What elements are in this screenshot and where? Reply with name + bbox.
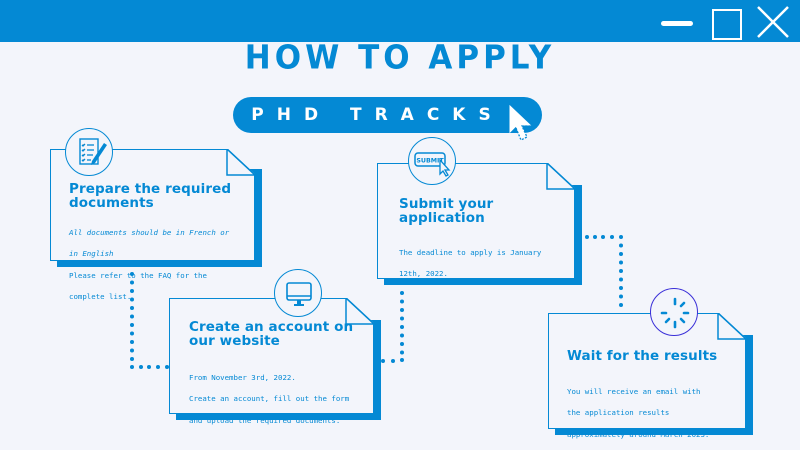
close-button[interactable]	[755, 6, 791, 38]
step-text-line: Please refer to the FAQ for the	[69, 270, 207, 280]
step-title-line: Prepare the required	[69, 181, 232, 197]
step-text-line: You will receive an email with	[567, 386, 701, 396]
step-title-line: Submit your	[399, 196, 494, 212]
step4-icon-circle	[650, 288, 698, 336]
card-body	[169, 298, 374, 414]
step-card-create-account: Create an account on our website From No…	[169, 298, 381, 425]
connector-step2-step3	[381, 291, 404, 363]
page-fold	[345, 298, 376, 325]
step-title-line: Create an account on	[189, 319, 354, 335]
page-fold	[717, 313, 748, 340]
connector-step1-step2	[130, 272, 169, 369]
step-title: Prepare the required documents	[69, 182, 254, 210]
step3-icon-circle: SUBMIT	[408, 137, 456, 185]
step-card-submit-application: Submit your application The deadline to …	[377, 163, 582, 285]
step1-icon-circle	[65, 128, 113, 176]
step-text-line: and upload the required documents.	[189, 415, 341, 425]
step-text-line: complete list.	[69, 291, 132, 301]
card-body	[548, 313, 746, 429]
step-text-line: The deadline to apply is January	[399, 247, 542, 257]
svg-text:SUBMIT: SUBMIT	[416, 158, 444, 165]
submit-button-icon: SUBMIT	[414, 152, 451, 177]
card-body	[377, 163, 575, 279]
step-text-line: Create an account, fill out the form	[189, 394, 350, 404]
window-titlebar	[0, 0, 800, 42]
step-note: in English	[69, 249, 114, 259]
step-note: All documents should be in French or	[69, 227, 230, 237]
page-fold	[546, 163, 577, 190]
step-title-line: documents	[69, 195, 154, 211]
computer-monitor-icon	[286, 282, 312, 306]
step-description: From November 3rd, 2022. Create an accou…	[189, 362, 374, 437]
step-description: All documents should be in French or in …	[69, 217, 254, 313]
step-text-line: 12th, 2022.	[399, 269, 448, 279]
mouse-pointer-icon	[509, 104, 532, 141]
step-title-line: application	[399, 210, 485, 226]
step-title: Create an account on our website	[189, 320, 379, 348]
step2-icon-circle	[274, 269, 322, 317]
minimize-button[interactable]	[661, 6, 693, 36]
step-text-line: approximately around March 2023.	[567, 429, 710, 439]
step-text-line: the application results	[567, 408, 670, 418]
page-title: HOW TO APPLY	[244, 39, 556, 77]
phd-tracks-label: PHD TRACKS	[251, 105, 504, 125]
step-title-line: our website	[189, 333, 280, 349]
step-description: The deadline to apply is January 12th, 2…	[399, 237, 569, 291]
step-title: Submit your application	[399, 197, 569, 225]
step-description: You will receive an email with the appli…	[567, 376, 747, 450]
close-icon	[757, 6, 789, 38]
step-title-line: Wait for the results	[567, 348, 718, 364]
document-checklist-icon	[79, 138, 107, 165]
step-title: Wait for the results	[567, 349, 747, 363]
page-fold	[226, 149, 257, 176]
connector-step3-step4	[585, 235, 623, 307]
step-text-line: From November 3rd, 2022.	[189, 372, 296, 382]
phd-tracks-button[interactable]: PHD TRACKS	[233, 97, 542, 133]
maximize-button[interactable]	[710, 6, 742, 40]
loading-spinner-icon	[660, 297, 690, 329]
step-card-wait-results: Wait for the results You will receive an…	[548, 313, 753, 439]
